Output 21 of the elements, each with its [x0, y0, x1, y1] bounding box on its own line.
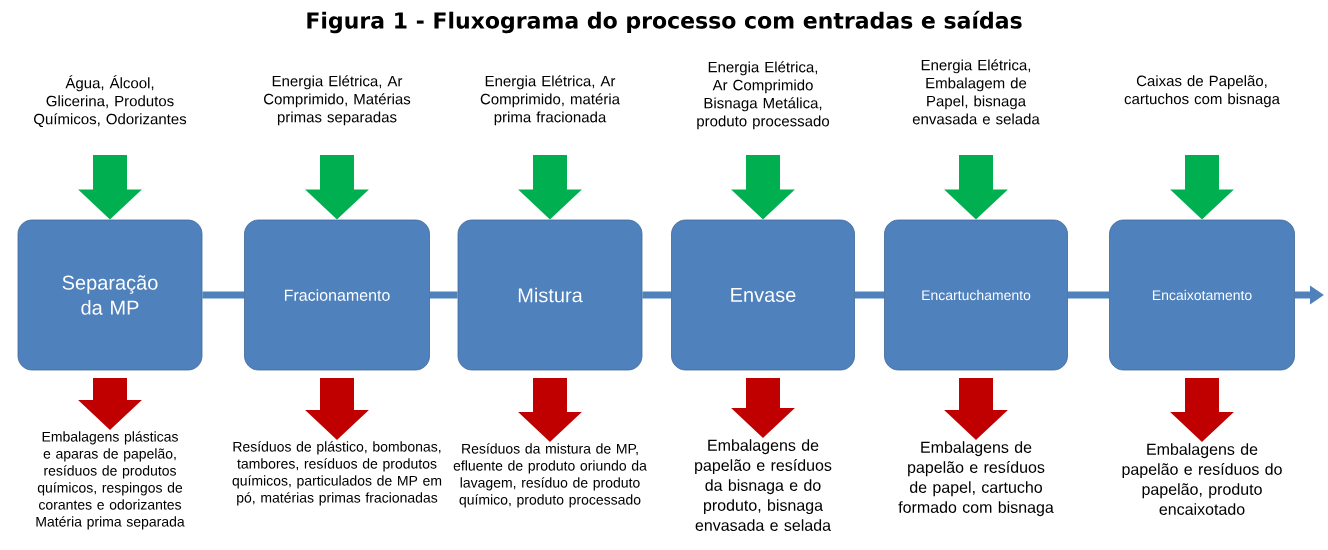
input-text: Caixas de Papelão, cartuchos com bisnaga [1124, 75, 1280, 108]
process-box: Mistura [457, 219, 643, 371]
output-text: Embalagens plásticas e aparas de papelão, resíduos de produtos químicos, respingos de corantes e odorizantes Matéria prima separada [36, 431, 185, 530]
input-text: Energia Elétrica, Ar Comprimido, matéria prima fracionada [480, 75, 620, 126]
input-text: Água, Álcool, Glicerina, Produtos Químicos, Odorizantes [34, 75, 187, 128]
output-text: Embalagens de papelão e resíduos de papel, cartucho formado com bisnaga [898, 441, 1054, 517]
input-text: Energia Elétrica, Ar Comprimido Bisnaga Metálica, produto processado [697, 61, 830, 130]
connector-line [854, 291, 885, 299]
process-box: Separação da MP [17, 219, 203, 371]
input-text: Energia Elétrica, Embalagem de Papel, bisnaga envasada e selada [912, 59, 1040, 125]
output-text: Embalagens de papelão e resíduos da bisnaga e do produto, bisnaga envasada e selada [695, 439, 832, 531]
output-text: Resíduos de plástico, bombonas, tambores, resíduos de produtos químicos, particulados de MP em pó, matérias primas fracionadas [232, 441, 442, 506]
input-text: Energia Elétrica, Ar Comprimido, Matérias primas separadas [264, 75, 411, 126]
title: Figura 1 - Fluxograma do processo com entradas e saídas [307, 10, 1022, 34]
process-box: Envase [671, 219, 855, 371]
connector-line [1067, 291, 1110, 299]
output-text: Embalagens de papelão e resíduos do papelão, produto encaixotado [1122, 443, 1282, 515]
process-box: Fracionamento [244, 219, 430, 371]
process-box: Encaixotamento [1109, 219, 1295, 371]
output-text: Resíduos da mistura de MP, efluente de produto oriundo da lavagem, resíduo de produto químico, produto processado [453, 443, 647, 508]
process-box: Encartuchamento [884, 219, 1068, 371]
